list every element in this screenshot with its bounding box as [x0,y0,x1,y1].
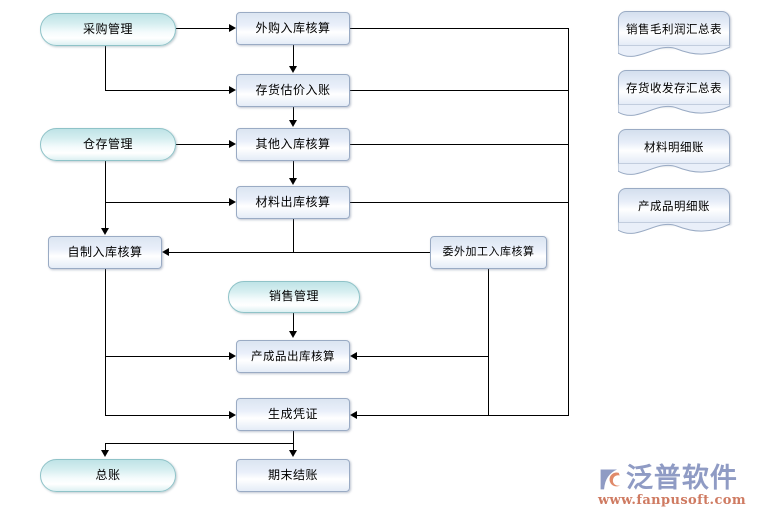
document-wave-edge [618,163,730,175]
node-waigou-ruku-hesuan[interactable]: 外购入库核算 [236,12,350,45]
brand-name: 泛普软件 [625,463,738,494]
arrowhead-qimo-top [289,450,297,457]
arrowhead-shengcheng-right [350,411,357,419]
node-label: 生成凭证 [267,406,318,421]
node-label: 材料出库核算 [255,194,331,209]
report-xiaoshou-maolirun-huizongbiao[interactable]: 销售毛利润汇总表 [618,11,730,57]
edge-cunhuo-to-qita [293,107,294,121]
edge-weiwai-to-shengcheng [357,415,569,416]
edge-waigou-to-cunhuo [293,45,294,67]
node-label: 销售管理 [268,289,319,304]
arrowhead-chanchengpin-right [350,352,357,360]
edge-to-zongzhang [105,443,106,452]
node-label: 仓存管理 [82,136,133,151]
report-label: 销售毛利润汇总表 [626,21,722,36]
document-wave-edge [618,104,730,116]
arrowhead-cailiao-left [229,198,236,206]
edge-cunhuo-to-bus [350,90,569,91]
edge-caigou-to-waigou [176,28,229,29]
fanpu-logo-icon [600,468,621,489]
node-label: 总账 [95,467,121,482]
report-label: 存货收发存汇总表 [626,80,722,95]
node-chanchengpin-chuku-hesuan[interactable]: 产成品出库核算 [236,340,350,373]
node-zizhi-ruku-hesuan[interactable]: 自制入库核算 [48,236,162,269]
arrowhead-waigou-left [229,24,236,32]
edge-weiwai-to-chanchengpin [357,356,488,357]
node-xiaoshou-guanli[interactable]: 销售管理 [228,281,360,313]
edge-shengcheng-split [105,443,294,444]
arrowhead-cailiao-top [289,178,297,185]
edge-zizhi-to-shengcheng [105,415,229,416]
node-label: 采购管理 [82,21,133,36]
edge-cailiao-down [293,219,294,252]
node-qimo-jiezhang[interactable]: 期末结账 [236,459,350,492]
report-cunhuo-shoufacun-huizongbiao[interactable]: 存货收发存汇总表 [618,70,730,116]
node-label: 其他入库核算 [255,136,331,151]
report-label: 产成品明细账 [638,198,710,213]
document-wave-edge [618,45,730,57]
arrowhead-shengcheng-left [229,411,236,419]
edge-cangcun-to-cailiao [105,202,229,203]
brand-url: www.fanpusoft.com [597,493,746,508]
brand-row: 泛普软件 [598,465,746,492]
node-cunhuo-gujia-ruzhang[interactable]: 存货估价入账 [236,74,350,107]
edge-caigou-to-cunhuo [105,90,229,91]
node-qita-ruku-hesuan[interactable]: 其他入库核算 [236,128,350,161]
node-caigou-guanli[interactable]: 采购管理 [40,13,176,46]
edge-weiwai-down-bus [488,269,489,416]
arrowhead-zizhi-right [162,248,169,256]
arrowhead-zizhi-top [101,228,109,235]
edge-waigou-to-bus [350,28,569,29]
node-zongzhang[interactable]: 总账 [40,459,176,492]
node-shengcheng-pingzheng[interactable]: 生成凭证 [236,398,350,431]
report-cailiao-mingxizhang[interactable]: 材料明细账 [618,129,730,175]
arrowhead-qita-left [229,140,236,148]
node-label: 外购入库核算 [255,20,331,35]
edge-qita-to-bus [350,144,569,145]
edge-cangcun-to-qita [176,144,229,145]
brand-watermark: 泛普软件 www.fanpusoft.com [598,465,746,508]
report-chanchengpin-mingxizhang[interactable]: 产成品明细账 [618,188,730,234]
report-label: 材料明细账 [644,139,704,154]
edge-cailiao-to-bus [350,202,569,203]
node-label: 存货估价入账 [255,82,331,97]
edge-zizhi-to-chanchengpin [105,356,229,357]
node-weiwai-jiagong-ruku-hesuan[interactable]: 委外加工入库核算 [430,236,547,269]
edge-caigou-down [105,46,106,91]
edge-cangcun-down [105,161,106,229]
arrowhead-cunhuo-left [229,86,236,94]
edge-zizhi-down-bus [105,269,106,416]
node-cailiao-chuku-hesuan[interactable]: 材料出库核算 [236,186,350,219]
arrowhead-chanchengpin-top [289,331,297,338]
node-label: 期末结账 [267,467,318,482]
edge-xiaoshou-to-chanchengpin [293,313,294,332]
edge-to-qimo [293,443,294,452]
arrowhead-cunhuo-top [289,66,297,73]
arrowhead-qita-top [289,120,297,127]
edge-weiwai-to-zizhi [169,252,430,253]
node-label: 自制入库核算 [67,244,143,259]
edge-report-bus-vertical [568,28,569,416]
node-label: 产成品出库核算 [251,349,335,364]
node-label: 委外加工入库核算 [442,245,535,259]
edge-qita-to-cailiao [293,161,294,179]
edge-shengcheng-down [293,431,294,444]
document-wave-edge [618,222,730,234]
arrowhead-zongzhang-top [101,450,109,457]
arrowhead-chanchengpin-left [229,352,236,360]
node-cangcun-guanli[interactable]: 仓存管理 [40,128,176,161]
